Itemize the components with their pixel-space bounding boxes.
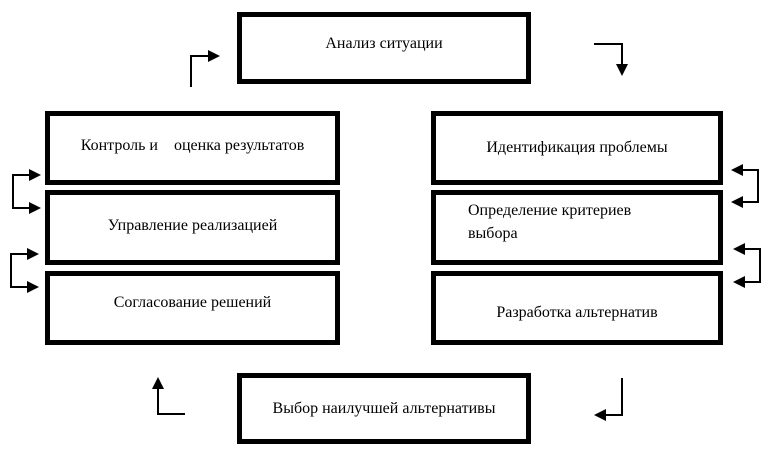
arrow-analysis-to-identification <box>594 43 628 76</box>
arrow-choice-to-agreement <box>152 377 185 415</box>
arrow-loop-left-2a <box>10 248 39 270</box>
box-control-evaluation: Контроль и оценка результатов <box>45 111 340 185</box>
arrow-loop-right-2b <box>733 265 761 288</box>
box-label: Идентификация проблемы <box>486 139 668 156</box>
box-best-alternative-choice: Выбор наилучшей альтернативы <box>237 373 531 444</box>
box-implementation-management: Управление реализацией <box>45 190 340 265</box>
box-criteria-definition: Определение критериев выбора <box>431 190 723 265</box>
arrow-loop-left-1b <box>12 192 41 214</box>
box-label: Согласование решений <box>113 294 272 311</box>
arrow-loop-left-2b <box>10 270 39 293</box>
box-problem-identification: Идентификация проблемы <box>431 111 723 185</box>
arrow-loop-left-1a <box>12 169 41 192</box>
arrow-control-to-analysis <box>190 50 220 87</box>
box-situation-analysis: Анализ ситуации <box>237 12 531 84</box>
box-label: Анализ ситуации <box>325 35 443 52</box>
box-label: Управление реализацией <box>107 216 278 234</box>
box-decision-agreement: Согласование решений <box>45 271 340 345</box>
arrow-loop-right-1b <box>731 186 759 208</box>
arrow-loop-right-1a <box>731 164 759 186</box>
box-label: Контроль и оценка результатов <box>80 137 305 154</box>
box-label: Разработка альтернатив <box>496 304 658 321</box>
arrow-loop-right-2a <box>733 243 761 265</box>
box-label: Определение критериев выбора <box>468 201 632 242</box>
arrow-alternatives-to-choice <box>594 378 623 421</box>
box-label: Выбор наилучшей альтернативы <box>272 399 496 417</box>
box-alternatives-development: Разработка альтернатив <box>431 271 723 345</box>
